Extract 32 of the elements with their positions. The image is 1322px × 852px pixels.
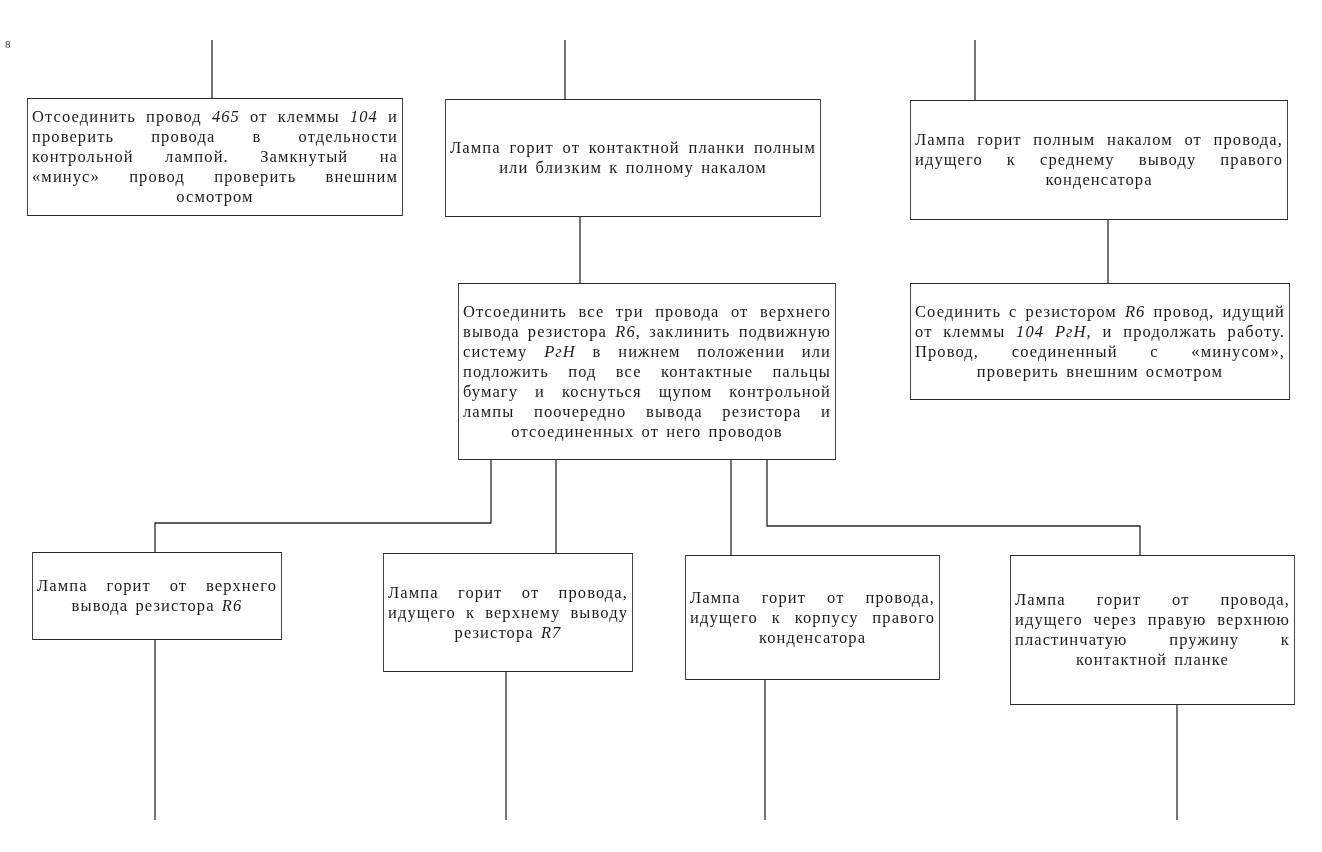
connector-line (555, 459, 557, 554)
process-box (1010, 555, 1295, 705)
step-text: Соединить с резистором R6 провод, идущий от клеммы 104 PгH, и продолжать работу. Провод, соединенный с «минусом», проверить внешним осмотром (915, 301, 1285, 382)
connector-line (766, 459, 1141, 556)
process-box (445, 99, 821, 217)
step-text: Лампа горит от провода, идущего к корпусу правого конденсатора (690, 587, 935, 648)
step-text: Лампа горит от контактной планки полным или близким к полному накалом (450, 138, 816, 178)
connector-line (505, 671, 507, 821)
process-box (383, 553, 633, 672)
process-box (910, 283, 1290, 400)
connector-line (764, 679, 766, 821)
process-box (32, 552, 282, 640)
step-text: Лампа горит от верхнего вывода резистора R6 (37, 576, 277, 616)
connector-line (974, 39, 976, 101)
page-number: 8 (5, 38, 11, 50)
step-text: Отсоединить все три провода от верхнего вывода резистора R6, заклинить подвижную систему PгH в нижнем положении или подложить под все контактные пальцы бумагу и коснуться щупом контрольной лампы поочередно вывода резистора и отсоединенных от него проводов (463, 301, 831, 442)
connector-line (1176, 704, 1178, 821)
process-box (910, 100, 1288, 220)
step-text: Отсоединить провод 465 от клеммы 104 и проверить провода в отдельности контрольной лампой. Замкнутый на «минус» провод проверить внешним осмотром (32, 107, 398, 207)
connector-line (579, 216, 581, 284)
connector-line (564, 39, 566, 100)
connector-line (211, 39, 213, 99)
step-text: Лампа горит от провода, идущего через правую верхнюю пластинчатую пружину к контактной планке (1015, 590, 1290, 670)
connector-line (1107, 219, 1109, 284)
connector-line (730, 459, 732, 556)
process-box (458, 283, 836, 460)
step-text: Лампа горит от провода, идущего к верхнему выводу резистора R7 (388, 582, 628, 643)
process-box (685, 555, 940, 680)
connector-line (154, 639, 156, 821)
process-box (27, 98, 403, 216)
step-text: Лампа горит полным накалом от провода, идущего к среднему выводу правого конденсатора (915, 130, 1283, 190)
connector-line (154, 459, 492, 553)
